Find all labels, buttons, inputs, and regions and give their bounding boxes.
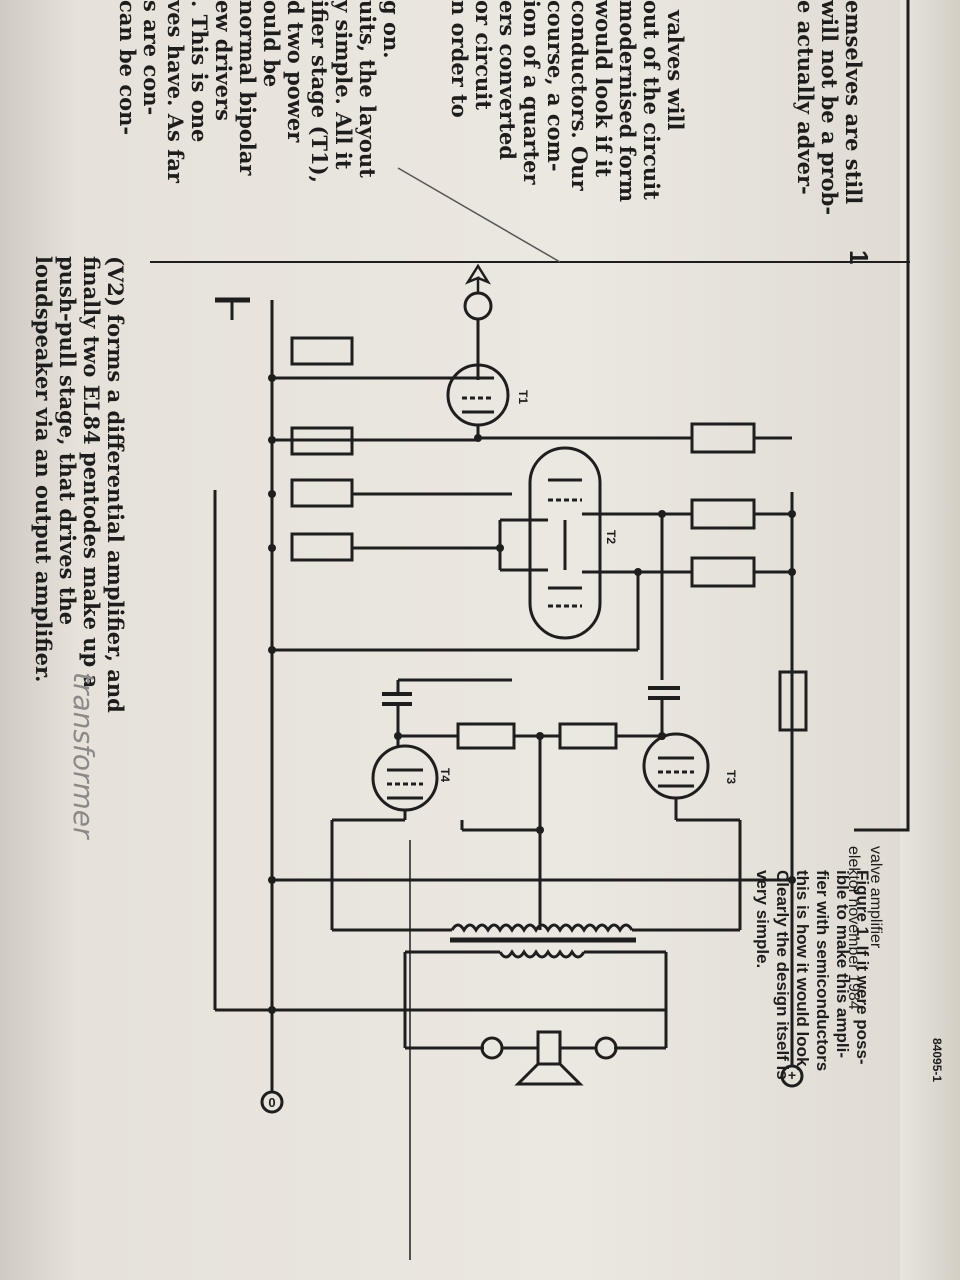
figure-frame: [854, 0, 910, 832]
resistor: [290, 426, 354, 456]
input-terminal: [463, 291, 493, 321]
resistor: [456, 722, 516, 750]
speaker-terminal: [594, 1036, 618, 1060]
positive-terminal: [780, 1064, 804, 1088]
input-arrow: [464, 263, 492, 292]
valve-t3: [642, 732, 710, 800]
resistor: [290, 478, 354, 508]
resistor: [290, 532, 354, 562]
transformer-primary: [450, 923, 634, 933]
zero-terminal: [260, 1090, 284, 1114]
resistor: [690, 498, 756, 530]
speaker-terminal: [480, 1036, 504, 1060]
page-edge: [900, 0, 960, 1280]
resistor: [290, 336, 354, 366]
pencil-mark: [397, 167, 561, 263]
resistor: [558, 722, 618, 750]
zero-label: 0: [268, 1095, 275, 1110]
resistor: [690, 556, 756, 588]
plus-label: +: [788, 1067, 796, 1083]
valve-t2: [528, 446, 602, 640]
loudspeaker-icon: [536, 1030, 562, 1066]
resistor: [690, 422, 756, 454]
valve-t4: [371, 744, 439, 812]
transformer-secondary: [498, 949, 586, 959]
